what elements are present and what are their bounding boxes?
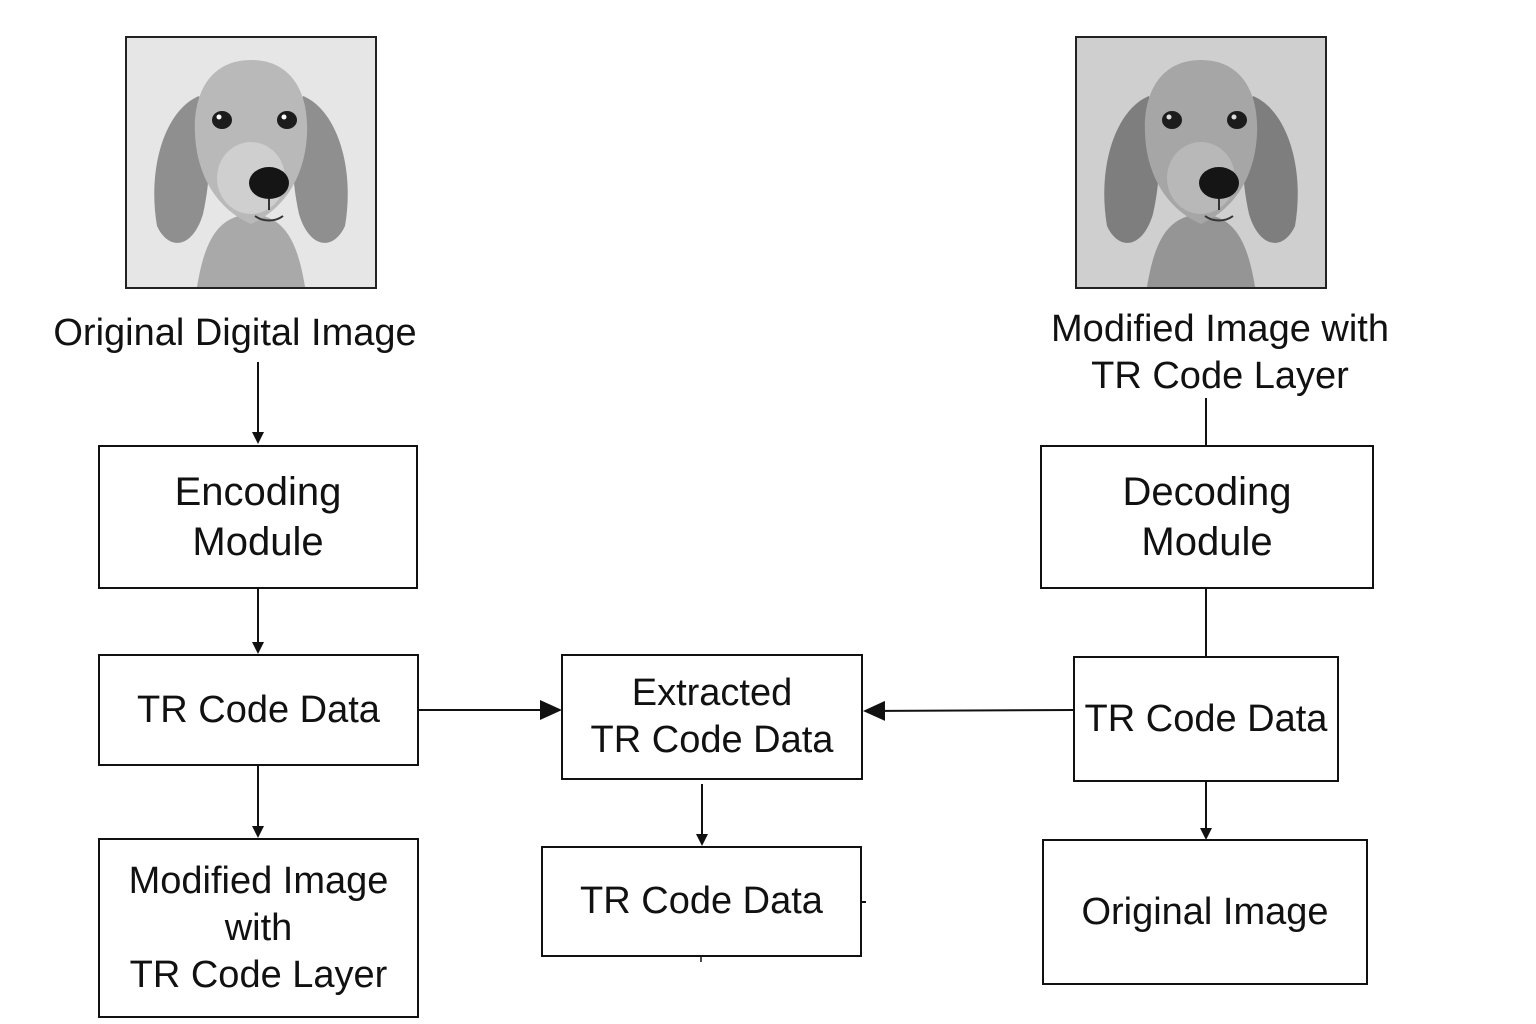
arrow-trdata-right-to-extracted: [863, 700, 1074, 721]
tr-code-data-center-box: TR Code Data: [541, 846, 862, 957]
dog-photo-icon: [1077, 38, 1325, 287]
modified-image-output-box: Modified Image with TR Code Layer: [98, 838, 419, 1018]
tr-code-data-left-label: TR Code Data: [137, 688, 380, 731]
original-image-caption: Original Digital Image: [53, 312, 417, 354]
tr-code-data-right-label: TR Code Data: [1084, 697, 1328, 740]
tr-code-data-left-box: TR Code Data: [98, 654, 419, 766]
decoding-module-label: Decoding Module: [1122, 470, 1292, 564]
original-photo: [125, 36, 377, 289]
modified-image-caption: Modified Image with TR Code Layer: [1051, 308, 1389, 397]
extracted-tr-code-data-box: Extracted TR Code Data: [561, 654, 863, 780]
original-image-output-label: Original Image: [1081, 890, 1329, 933]
encoding-module-label: Encoding Module: [174, 470, 342, 564]
dog-photo-icon: [127, 38, 375, 287]
extracted-tr-code-data-label: Extracted TR Code Data: [590, 672, 834, 761]
modified-image-output-label: Modified Image with TR Code Layer: [128, 859, 389, 996]
original-image-output-box: Original Image: [1042, 839, 1368, 985]
encoding-module-box: Encoding Module: [98, 445, 418, 589]
tr-code-data-center-label: TR Code Data: [580, 880, 823, 922]
decoding-module-box: Decoding Module: [1040, 445, 1374, 589]
modified-photo: [1075, 36, 1327, 289]
tr-code-data-right-box: TR Code Data: [1073, 656, 1339, 782]
